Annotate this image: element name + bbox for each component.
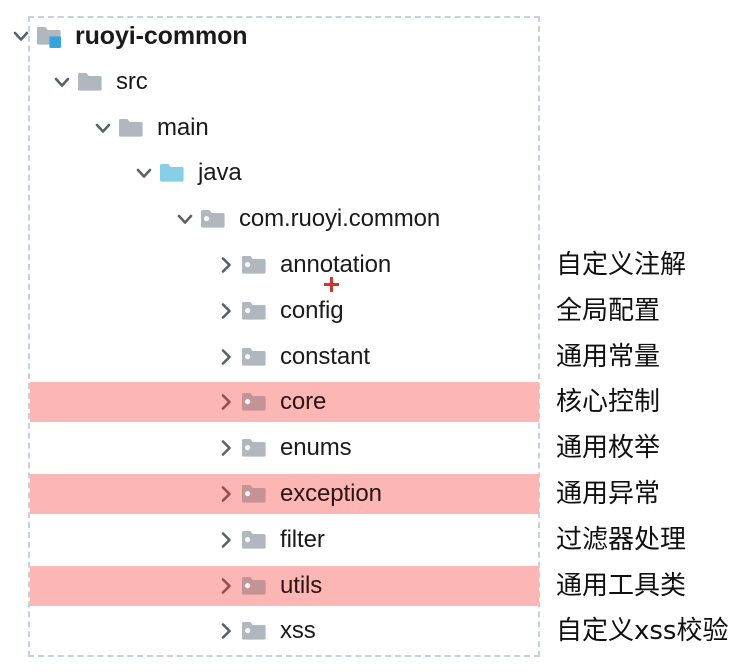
tree-node-label: filter — [280, 525, 325, 553]
tree-node-label: com.ruoyi.common — [239, 205, 441, 233]
package-folder-icon — [241, 573, 271, 599]
chevron-down-icon[interactable] — [49, 69, 75, 95]
package-folder-icon — [241, 344, 271, 370]
tree-node[interactable]: xss — [213, 611, 316, 651]
tree-node[interactable]: src — [49, 62, 148, 102]
tree-row[interactable]: constant — [0, 337, 740, 377]
chevron-right-icon[interactable] — [213, 389, 239, 415]
tree-node-label: src — [116, 67, 148, 95]
folder-icon — [77, 69, 107, 95]
tree-node-label: xss — [280, 617, 316, 645]
tree-node-annotation: 通用工具类 — [556, 570, 687, 601]
chevron-right-icon[interactable] — [213, 573, 239, 599]
tree-node-label: config — [280, 296, 344, 324]
tree-node-label: main — [157, 113, 209, 141]
tree-row[interactable]: ruoyi-common — [0, 16, 740, 56]
chevron-down-icon[interactable] — [172, 206, 198, 232]
tree-node[interactable]: ruoyi-common — [8, 16, 248, 56]
tree-node-label: core — [280, 388, 327, 416]
tree-node[interactable]: filter — [213, 520, 325, 560]
tree-row[interactable]: core — [0, 382, 740, 423]
tree-node-annotation: 核心控制 — [556, 387, 661, 418]
source-folder-icon — [159, 160, 189, 186]
tree-row[interactable]: config — [0, 291, 740, 331]
tree-node-label: utils — [280, 571, 323, 599]
tree-node[interactable]: utils — [213, 566, 322, 606]
tree-node-annotation: 通用枚举 — [556, 433, 661, 464]
tree-row[interactable]: com.ruoyi.common — [0, 199, 740, 239]
tree-row[interactable]: xss — [0, 611, 740, 651]
tree-node[interactable]: java — [131, 153, 242, 193]
chevron-right-icon[interactable] — [213, 344, 239, 370]
tree-node-annotation: 过滤器处理 — [556, 524, 687, 555]
tree-row[interactable]: utils — [0, 565, 740, 606]
tree-node[interactable]: config — [213, 291, 344, 331]
tree-node[interactable]: constant — [213, 337, 370, 377]
package-folder-icon — [241, 298, 271, 324]
row-highlight — [30, 565, 539, 606]
chevron-down-icon[interactable] — [131, 160, 157, 186]
tree-row[interactable]: filter — [0, 520, 740, 560]
tree-node-label: java — [198, 159, 242, 187]
tree-row[interactable]: enums — [0, 428, 740, 468]
tree-node[interactable]: enums — [213, 428, 352, 468]
cursor-crosshair-icon — [324, 277, 339, 292]
tree-panel-border — [28, 16, 540, 657]
chevron-right-icon[interactable] — [213, 435, 239, 461]
row-highlight — [30, 474, 539, 514]
tree-node-label: enums — [280, 434, 352, 462]
package-folder-icon — [241, 252, 271, 278]
tree-node-label: ruoyi-common — [75, 21, 248, 50]
package-folder-icon — [200, 206, 230, 232]
tree-node-label: exception — [280, 480, 382, 507]
package-folder-icon — [241, 618, 271, 644]
package-folder-icon — [241, 435, 271, 461]
tree-row[interactable]: src — [0, 62, 740, 102]
tree-node[interactable]: main — [90, 108, 209, 148]
folder-icon — [118, 115, 148, 141]
package-folder-icon — [241, 481, 271, 507]
tree-node-annotation: 自定义xss校验 — [556, 616, 729, 647]
tree-row[interactable]: exception — [0, 474, 740, 514]
chevron-down-icon[interactable] — [8, 23, 34, 49]
chevron-right-icon[interactable] — [213, 618, 239, 644]
chevron-right-icon[interactable] — [213, 527, 239, 553]
module-folder-icon — [36, 23, 66, 49]
package-folder-icon — [241, 527, 271, 553]
tree-node[interactable]: core — [213, 382, 326, 422]
chevron-right-icon[interactable] — [213, 481, 239, 507]
tree-node-annotation: 通用常量 — [556, 341, 661, 372]
tree-row[interactable]: java — [0, 153, 740, 193]
tree-node-label: constant — [280, 342, 370, 370]
tree-node[interactable]: exception — [213, 474, 382, 514]
chevron-right-icon[interactable] — [213, 298, 239, 324]
tree-node[interactable]: com.ruoyi.common — [172, 199, 440, 239]
tree-node-annotation: 全局配置 — [556, 295, 661, 326]
tree-node-label: annotation — [280, 251, 392, 278]
tree-row[interactable]: annotation — [0, 245, 740, 285]
package-folder-icon — [241, 389, 271, 415]
chevron-down-icon[interactable] — [90, 115, 116, 141]
tree-node-annotation: 通用异常 — [556, 479, 661, 509]
tree-row[interactable]: main — [0, 108, 740, 148]
chevron-right-icon[interactable] — [213, 252, 239, 278]
tree-node-annotation: 自定义注解 — [556, 250, 687, 280]
row-highlight — [30, 382, 539, 423]
tree-node[interactable]: annotation — [213, 245, 391, 285]
